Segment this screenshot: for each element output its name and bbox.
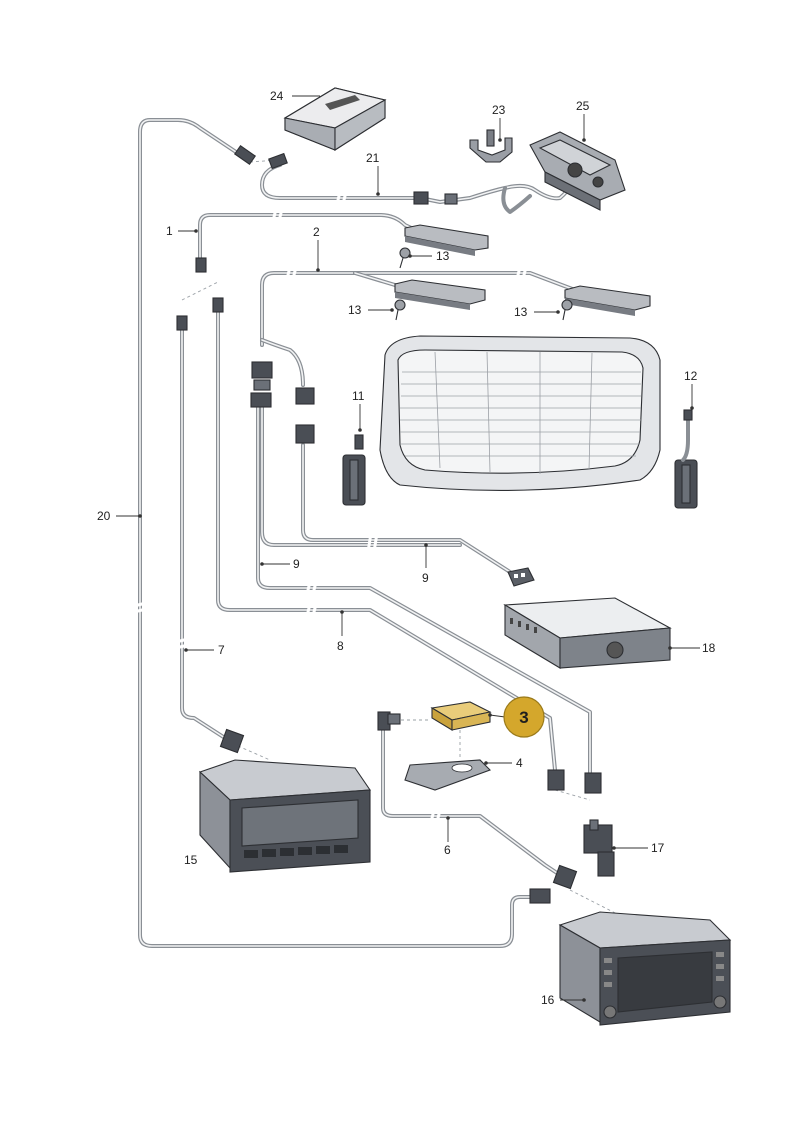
cable-7 xyxy=(175,328,227,740)
antenna-amplifier-11 xyxy=(342,434,366,506)
label-23[interactable]: 23 xyxy=(492,103,506,117)
cable-8 xyxy=(216,298,592,777)
navigation-unit-16 xyxy=(558,911,732,1026)
cable-6 xyxy=(381,728,562,877)
label-17[interactable]: 17 xyxy=(651,841,665,855)
label-21[interactable]: 21 xyxy=(366,151,380,165)
antenna-strip-right xyxy=(564,285,651,316)
cable-2 xyxy=(260,266,577,347)
screw-13-a xyxy=(399,247,411,269)
antenna-amplifier-12 xyxy=(674,409,698,509)
cable-1 xyxy=(198,208,422,270)
label-2[interactable]: 2 xyxy=(313,225,320,239)
connectors-bottom xyxy=(219,728,578,904)
connector-6-angled xyxy=(377,711,401,731)
label-11[interactable]: 11 xyxy=(352,389,365,403)
radio-unit-15 xyxy=(198,759,371,873)
cable-9 xyxy=(260,403,512,574)
label-12[interactable]: 12 xyxy=(684,369,698,383)
bracket-4 xyxy=(404,759,491,791)
label-16[interactable]: 16 xyxy=(541,993,555,1007)
rear-window xyxy=(379,335,661,491)
dashed-connections xyxy=(181,159,626,919)
module-box-18 xyxy=(503,597,672,669)
clip-23 xyxy=(469,129,513,163)
label-8[interactable]: 8 xyxy=(337,639,344,653)
module-box-24 xyxy=(283,87,387,152)
screw-13-c xyxy=(561,299,573,321)
label-15[interactable]: 15 xyxy=(184,853,198,867)
connectors-17-area xyxy=(547,769,615,877)
label-20[interactable]: 20 xyxy=(97,509,111,523)
label-1[interactable]: 1 xyxy=(166,224,173,238)
label-13-c[interactable]: 13 xyxy=(514,305,528,319)
label-9-a[interactable]: 9 xyxy=(293,557,300,571)
cable-21 xyxy=(260,163,577,214)
label-4[interactable]: 4 xyxy=(516,756,523,770)
antenna-strip-middle xyxy=(394,279,486,310)
connectors-middle xyxy=(176,257,315,444)
label-13-a[interactable]: 13 xyxy=(436,249,450,263)
antenna-strip-upper xyxy=(404,224,489,256)
label-18[interactable]: 18 xyxy=(702,641,716,655)
screw-13-b xyxy=(394,299,406,321)
label-7[interactable]: 7 xyxy=(218,643,225,657)
label-25[interactable]: 25 xyxy=(576,99,590,113)
module-3-highlighted xyxy=(430,701,492,731)
connector-9-end xyxy=(507,567,535,587)
rear-camera-handle-25 xyxy=(529,131,626,211)
label-9-b[interactable]: 9 xyxy=(422,571,429,585)
label-3[interactable]: 3 xyxy=(519,708,528,727)
callout-badge-3[interactable] xyxy=(503,696,545,738)
label-13-b[interactable]: 13 xyxy=(348,303,362,317)
connector-pair-top xyxy=(233,144,458,205)
label-6[interactable]: 6 xyxy=(444,843,451,857)
leader-lines xyxy=(116,95,700,1002)
cable-20 xyxy=(133,118,542,948)
label-24[interactable]: 24 xyxy=(270,89,284,103)
